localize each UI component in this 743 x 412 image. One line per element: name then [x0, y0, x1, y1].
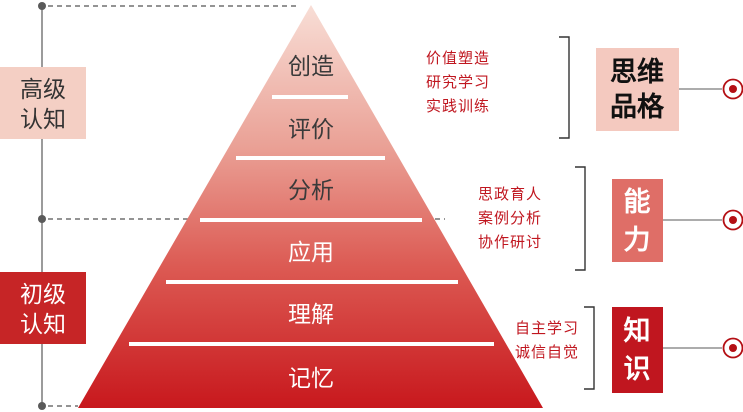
dimension-knowledge-line-2: 识	[624, 354, 651, 385]
dimension-box-thinking	[596, 48, 679, 131]
pyramid-level-evaluate: 评价	[288, 117, 334, 143]
method-text: 案例分析	[478, 209, 542, 227]
low-cognition-line-1: 初级	[20, 282, 66, 308]
pyramid-level-analyze: 分析	[288, 178, 334, 204]
bracket-1	[559, 36, 570, 139]
dimension-box-ability	[612, 179, 663, 262]
pyramid-level-create: 创造	[288, 54, 334, 80]
low-cognition-band: 初级 认知	[0, 272, 86, 344]
axis-bottom-dot	[38, 402, 46, 410]
target-icon	[722, 78, 743, 100]
axis-mid-dot	[38, 215, 46, 223]
high-cognition-line-2: 认知	[20, 107, 66, 133]
dimension-thinking-line-1: 思维	[610, 57, 664, 88]
pyramid-level-apply: 应用	[288, 240, 334, 266]
bracket-3	[584, 306, 595, 390]
group-knowledge: 自主学习 诚信自觉 知 识	[515, 306, 743, 393]
dimension-ability-line-2: 力	[624, 225, 651, 256]
method-text: 协作研讨	[478, 233, 542, 251]
pyramid-level-remember: 记忆	[288, 366, 334, 392]
low-cognition-line-2: 认知	[20, 312, 66, 338]
method-text: 研究学习	[426, 73, 490, 91]
dimension-box-knowledge	[612, 307, 663, 393]
target-icon	[722, 337, 743, 359]
method-text: 自主学习	[515, 319, 579, 337]
method-text: 价值塑造	[426, 49, 490, 67]
group-ability: 思政育人 案例分析 协作研讨 能 力	[478, 166, 743, 271]
bracket-2	[575, 166, 586, 271]
axis-top-dot	[38, 2, 46, 10]
target-icon	[722, 209, 743, 231]
dimension-knowledge-line-1: 知	[624, 316, 651, 347]
dimension-thinking-line-2: 品格	[610, 92, 665, 123]
method-text: 思政育人	[478, 185, 542, 203]
high-cognition-line-1: 高级	[20, 77, 66, 103]
method-text: 实践训练	[426, 97, 490, 115]
dimension-ability-line-1: 能	[624, 186, 651, 218]
pyramid-separators	[129, 95, 494, 346]
pyramid: 创造 评价 分析 应用 理解 记忆	[78, 5, 543, 408]
group-thinking-character: 价值塑造 研究学习 实践训练 思维 品格	[426, 36, 743, 139]
high-cognition-band: 高级 认知	[0, 67, 86, 139]
method-text: 诚信自觉	[515, 343, 579, 361]
pyramid-level-understand: 理解	[288, 302, 334, 328]
pyramid-body	[78, 5, 543, 408]
